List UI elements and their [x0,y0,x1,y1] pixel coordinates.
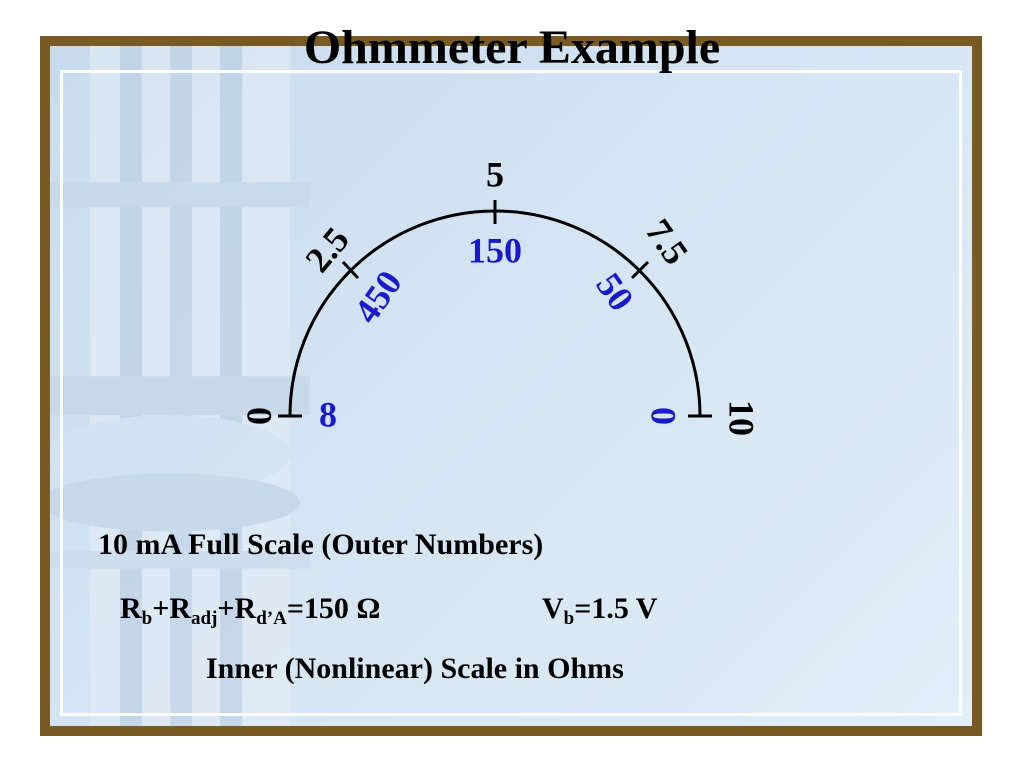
resistance-r2: +R [152,592,192,625]
inner-label-0: 0 [644,407,684,425]
outer-label-0: 0 [240,407,280,425]
outer-label-5: 5 [486,154,504,194]
slide-frame [40,36,982,736]
resistance-r3-sub: d’A [256,608,287,629]
outer-label-10: 10 [722,400,762,436]
voltage-equation: Vb=1.5 V [542,592,658,629]
inner-scale-caption: Inner (Nonlinear) Scale in Ohms [206,652,624,685]
inner-label-150: 150 [468,230,522,270]
tick-7-5 [630,260,650,280]
slide-title: Ohmmeter Example [303,21,721,74]
voltage-value: =1.5 V [574,592,658,625]
voltage-v: V [542,592,564,625]
resistance-value: =150 Ω [286,592,381,625]
resistance-equation: Rb+Radj+Rd’A=150 Ω [120,592,381,629]
resistance-r1-sub: b [141,608,153,629]
full-scale-caption: 10 mA Full Scale (Outer Numbers) [98,528,544,561]
outer-label-2-5: 2.5 [297,220,357,280]
inner-label-50: 50 [588,266,641,318]
resistance-r2-sub: adj [191,608,218,629]
tick-2-5 [341,260,360,280]
resistance-r1: R [120,592,142,625]
inner-label-8: 8 [319,394,337,434]
column-background-graphic [50,46,310,726]
voltage-v-sub: b [563,608,575,629]
resistance-r3: +R [217,592,257,625]
